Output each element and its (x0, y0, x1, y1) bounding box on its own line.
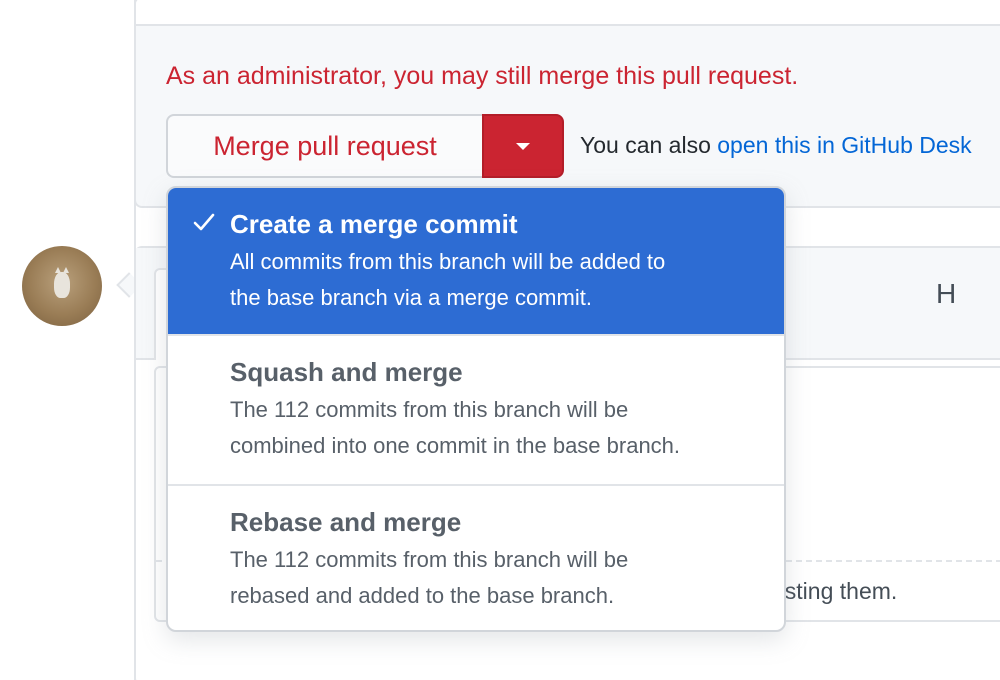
menu-item-create-merge-commit[interactable]: Create a merge commit All commits from t… (168, 188, 784, 334)
menu-item-title: Rebase and merge (230, 507, 462, 537)
menu-item-description: The 112 commits from this branch will be… (230, 542, 764, 614)
heading-toolbar-button[interactable]: H (936, 278, 957, 309)
menu-item-description: The 112 commits from this branch will be… (230, 392, 764, 464)
menu-item-description-line: combined into one commit in the base bra… (230, 433, 681, 458)
check-icon (193, 213, 215, 231)
merge-method-dropdown-button[interactable] (482, 114, 564, 178)
avatar[interactable] (22, 246, 102, 326)
open-in-desktop-text: You can also open this in GitHub Desk (580, 132, 972, 159)
also-label: You can also (580, 132, 711, 158)
caret-down-icon (516, 142, 530, 150)
open-in-github-desktop-link[interactable]: open this in GitHub Desk (717, 132, 972, 158)
menu-item-squash-and-merge[interactable]: Squash and merge The 112 commits from th… (168, 334, 784, 484)
merge-method-menu: Create a merge commit All commits from t… (166, 186, 786, 632)
menu-item-description-line: The 112 commits from this branch will be (230, 397, 629, 422)
menu-item-description-line: rebased and added to the base branch. (230, 583, 615, 608)
menu-item-description: All commits from this branch will be add… (230, 244, 764, 316)
merge-box-top-section (136, 0, 1000, 26)
merge-pull-request-button[interactable]: Merge pull request (166, 114, 482, 178)
avatar-cat-image (54, 267, 70, 298)
menu-item-description-line: All commits from this branch will be add… (230, 249, 666, 274)
menu-item-rebase-and-merge[interactable]: Rebase and merge The 112 commits from th… (168, 484, 784, 630)
menu-item-title: Create a merge commit (230, 209, 518, 239)
menu-item-description-line: The 112 commits from this branch will be (230, 547, 629, 572)
admin-merge-warning: As an administrator, you may still merge… (166, 62, 799, 90)
menu-item-title: Squash and merge (230, 357, 463, 387)
menu-item-description-line: the base branch via a merge commit. (230, 285, 592, 310)
attach-hint-text: asting them. (772, 578, 898, 604)
merge-button-group: Merge pull request (166, 114, 564, 178)
